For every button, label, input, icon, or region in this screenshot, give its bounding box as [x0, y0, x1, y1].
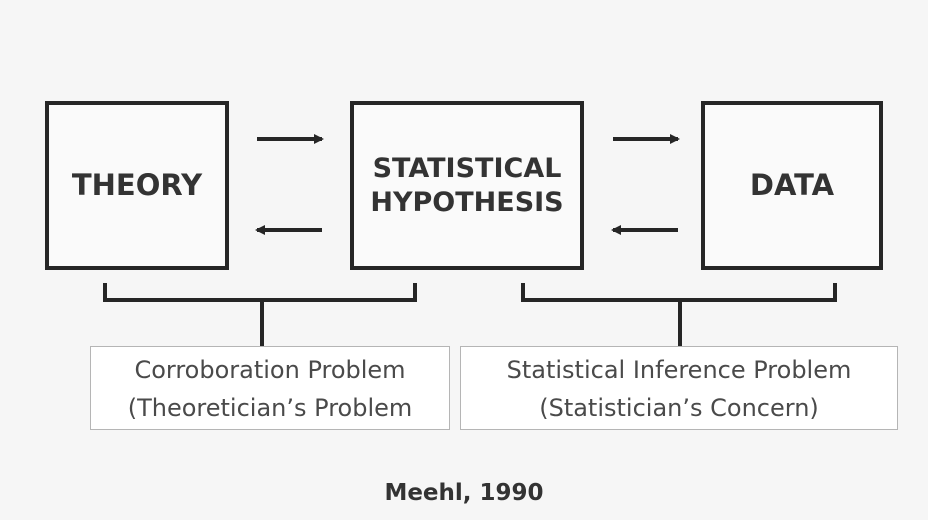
- caption-left-line1: Corroboration Problem: [134, 356, 406, 384]
- right-bracket: [521, 283, 837, 346]
- data-box: DATA: [701, 101, 883, 270]
- citation: Meehl, 1990: [384, 480, 544, 506]
- theory-label: THEORY: [71, 168, 203, 203]
- statistical-hypothesis-box: STATISTICAL HYPOTHESIS: [350, 101, 584, 270]
- data-label: DATA: [749, 168, 835, 203]
- theory-box: THEORY: [45, 101, 229, 270]
- left-bracket: [103, 283, 417, 346]
- statistical-inference-caption: Statistical Inference Problem (Statistic…: [460, 346, 898, 430]
- corroboration-problem-caption: Corroboration Problem (Theoretician’s Pr…: [90, 346, 450, 430]
- caption-right-line1: Statistical Inference Problem: [506, 356, 852, 384]
- caption-left-line2: (Theoretician’s Problem: [127, 394, 413, 422]
- caption-right-line2: (Statistician’s Concern): [539, 394, 819, 422]
- statistical-hypothesis-label: STATISTICAL HYPOTHESIS: [370, 152, 564, 218]
